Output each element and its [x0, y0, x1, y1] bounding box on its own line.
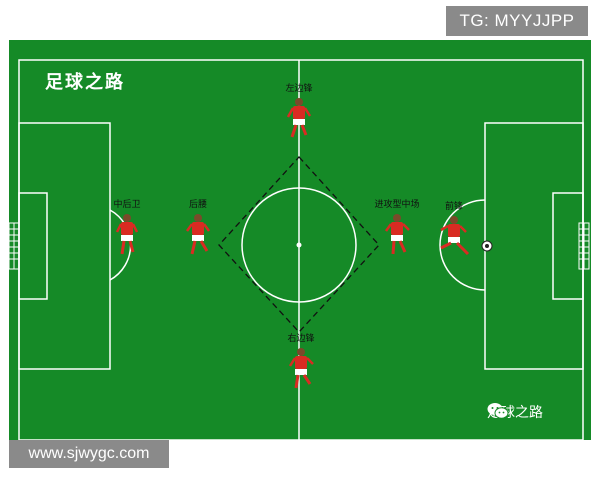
centre-spot	[296, 242, 302, 248]
player-label: 进攻型中场	[374, 198, 419, 210]
player-full-back: 后腰	[185, 199, 211, 255]
player-label: 中后卫	[113, 198, 140, 210]
tg-watermark: TG: MYYJJPP	[446, 6, 588, 36]
player-right-winger: 右边锋	[287, 332, 315, 389]
wechat-icon	[487, 403, 509, 419]
site-watermark: www.sjwygc.com	[9, 440, 169, 468]
brand-title: 足球之路	[45, 72, 125, 93]
player-label: 左边锋	[285, 82, 312, 94]
right-goal-area	[552, 192, 584, 300]
right-penalty-arc	[439, 199, 486, 291]
wechat-watermark: 足球之路	[487, 402, 543, 422]
player-centre-back: 中后卫	[113, 198, 141, 255]
right-goal	[578, 222, 590, 270]
centre-circle	[241, 187, 357, 303]
player-label: 右边锋	[287, 332, 314, 344]
pitch-diagram: 左边锋 中后卫 后腰	[9, 40, 591, 440]
diamond-formation-lines	[218, 156, 380, 333]
football-pitch: 左边锋 中后卫 后腰	[9, 40, 591, 440]
football	[481, 240, 493, 252]
player-striker: 前锋	[440, 200, 470, 256]
player-attacking-midfielder: 进攻型中场	[374, 198, 420, 255]
player-label: 前锋	[445, 200, 463, 212]
player-left-winger: 左边锋	[285, 82, 313, 138]
player-label: 后腰	[189, 199, 207, 210]
left-goal	[9, 222, 20, 270]
